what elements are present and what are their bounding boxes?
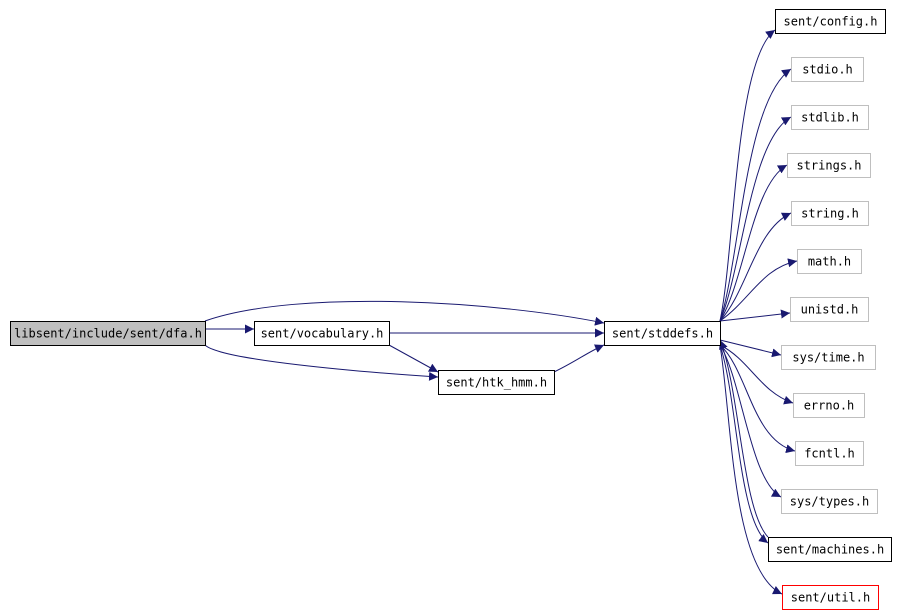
node-string[interactable]: string.h (791, 201, 869, 226)
node-label-fcntl: fcntl.h (804, 447, 855, 461)
node-box-stdio (791, 57, 864, 82)
edge-stddefs-to-strings (719, 164, 788, 322)
node-stdlib[interactable]: stdlib.h (791, 105, 869, 130)
node-box-errno (793, 393, 865, 418)
node-box-unistd (790, 297, 869, 322)
node-box-dfa (10, 321, 206, 346)
node-label-errno: errno.h (804, 399, 855, 413)
node-vocabulary[interactable]: sent/vocabulary.h (254, 321, 390, 346)
edge-stddefs-to-systypes (719, 344, 782, 498)
edge-stddefs-to-config (719, 29, 776, 322)
node-label-stddefs: sent/stddefs.h (612, 327, 713, 341)
node-box-math (797, 249, 862, 274)
node-label-config: sent/config.h (784, 15, 878, 29)
node-label-string: string.h (801, 207, 859, 221)
node-label-math: math.h (808, 255, 851, 269)
node-errno[interactable]: errno.h (793, 393, 865, 418)
node-math[interactable]: math.h (797, 249, 862, 274)
file-nodes: libsent/include/sent/dfa.h sent/vocabular… (10, 9, 892, 610)
node-box-config (775, 9, 886, 34)
node-box-strings (787, 153, 871, 178)
node-label-dfa: libsent/include/sent/dfa.h (14, 327, 202, 341)
edge-stddefs-to-unistd (719, 309, 791, 322)
node-dfa: libsent/include/sent/dfa.h (10, 321, 206, 346)
node-util[interactable]: sent/util.h (782, 585, 879, 610)
node-fcntl[interactable]: fcntl.h (795, 441, 864, 466)
edge-stddefs-to-string (719, 212, 792, 322)
dependency-edges (204, 29, 798, 595)
node-unistd[interactable]: unistd.h (790, 297, 869, 322)
node-label-stdio: stdio.h (802, 63, 853, 77)
node-box-systypes (781, 489, 878, 514)
node-label-vocabulary: sent/vocabulary.h (261, 327, 384, 341)
node-box-systime (781, 345, 876, 370)
edge-dfa-to-stddefs (204, 300, 605, 326)
edge-stddefs-to-machines (719, 344, 769, 544)
node-htk_hmm[interactable]: sent/htk_hmm.h (438, 370, 555, 395)
edge-dfa-to-htk_hmm (204, 344, 439, 381)
node-label-systime: sys/time.h (792, 351, 864, 365)
node-box-stddefs (604, 321, 721, 346)
node-systime[interactable]: sys/time.h (781, 345, 876, 370)
node-box-machines (768, 537, 892, 562)
edge-stddefs-to-errno (719, 344, 794, 405)
node-label-stdlib: stdlib.h (801, 111, 859, 125)
edge-machines-to-stddefs (719, 339, 769, 538)
edge-stddefs-to-systime (719, 339, 782, 358)
node-stdio[interactable]: stdio.h (791, 57, 864, 82)
node-label-strings: strings.h (796, 159, 861, 173)
node-systypes[interactable]: sys/types.h (781, 489, 878, 514)
node-label-unistd: unistd.h (801, 303, 859, 317)
node-box-htk_hmm (438, 370, 555, 395)
node-label-systypes: sys/types.h (790, 495, 869, 509)
edge-htk_hmm-to-stddefs (553, 344, 605, 373)
edge-stddefs-to-util (719, 344, 783, 595)
node-strings[interactable]: strings.h (787, 153, 871, 178)
node-config[interactable]: sent/config.h (775, 9, 886, 34)
node-label-machines: sent/machines.h (776, 543, 884, 557)
edge-vocabulary-to-htk_hmm (388, 344, 439, 373)
node-box-util (782, 585, 879, 610)
node-machines[interactable]: sent/machines.h (768, 537, 892, 562)
edge-stddefs-to-stdlib (719, 116, 792, 322)
node-box-stdlib (791, 105, 869, 130)
edge-stddefs-to-math (719, 258, 798, 322)
edge-stddefs-to-fcntl (719, 344, 796, 454)
node-box-string (791, 201, 869, 226)
node-label-htk_hmm: sent/htk_hmm.h (446, 376, 547, 390)
edge-stddefs-to-stdio (719, 68, 792, 322)
node-box-vocabulary (254, 321, 390, 346)
node-stddefs[interactable]: sent/stddefs.h (604, 321, 721, 346)
node-box-fcntl (795, 441, 864, 466)
node-label-util: sent/util.h (791, 591, 870, 605)
